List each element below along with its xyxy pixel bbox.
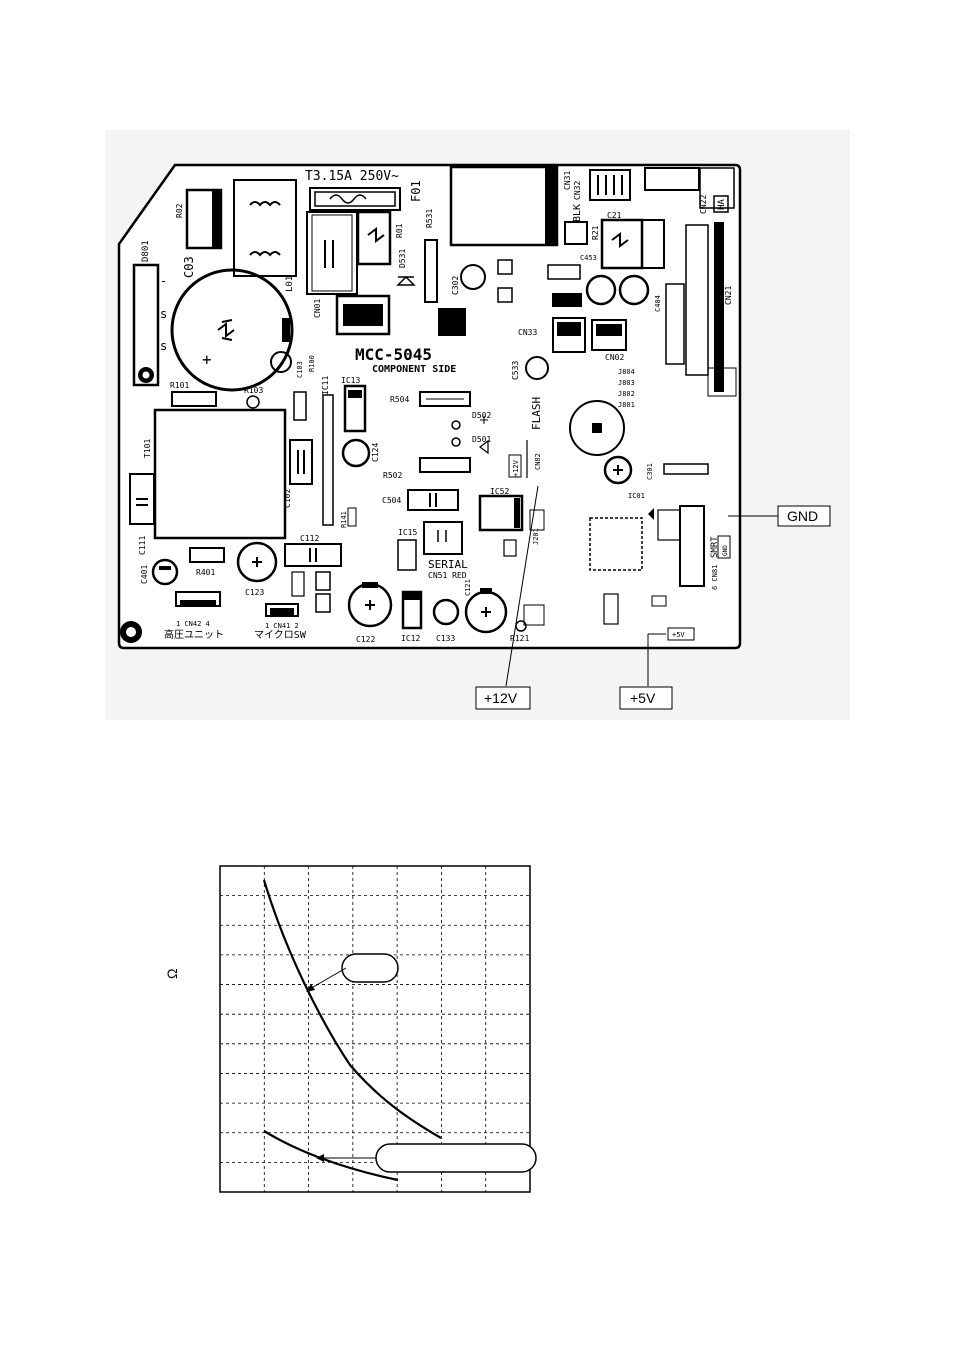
r141-label: R141 — [340, 511, 348, 528]
cn01-label: CN01 — [313, 299, 322, 318]
cn42-label: 1 CN42 4 — [176, 620, 210, 628]
cn33-label: CN33 — [518, 328, 537, 337]
j802-label: J802 — [618, 390, 635, 398]
ic52-label: IC52 — [490, 487, 509, 496]
svg-text:+: + — [202, 350, 212, 369]
r01-label: R01 — [395, 223, 404, 238]
r02-label: R02 — [175, 203, 184, 218]
r101-label: R101 — [170, 381, 189, 390]
jp-label-1: 高圧ユニット — [164, 628, 224, 641]
c133-label: C133 — [436, 634, 455, 643]
c122-label: C122 — [356, 635, 375, 644]
j801-label: J801 — [618, 401, 635, 409]
r103-label: R103 — [244, 386, 263, 395]
smrt-label: SMRT — [710, 536, 720, 558]
jp-label-2: マイクロSW — [254, 629, 307, 641]
cn41-label: 1 CN41 2 — [265, 622, 299, 630]
silk-12v: +12V — [512, 459, 520, 477]
d801-label: D801 — [141, 240, 151, 262]
j201-label: J201 — [532, 528, 540, 545]
ic12-label: IC12 — [401, 634, 420, 643]
d501-label: D501 — [472, 435, 491, 444]
c121-label: C121 — [464, 579, 472, 596]
svg-text:-: - — [160, 274, 167, 288]
cn31-label: CN31 — [563, 171, 572, 190]
blk-label: BLK — [572, 204, 583, 222]
c533-label: C533 — [511, 361, 520, 380]
c124-label: C124 — [371, 443, 380, 462]
r121-label: R121 — [510, 634, 529, 643]
callout-5v: +5V — [630, 690, 656, 706]
c111-label: C111 — [138, 536, 147, 555]
callout-12v: +12V — [484, 690, 518, 706]
c112-label: C112 — [300, 534, 319, 543]
silk-gnd: GND — [722, 545, 729, 556]
silk-5v: +5V — [672, 631, 685, 639]
l01-label: L01 — [285, 276, 295, 292]
d502-label: D502 — [472, 411, 491, 420]
r401-label: R401 — [196, 568, 215, 577]
cn02-label: CN02 — [605, 353, 624, 362]
cn81-label: 6 CN81 — [711, 565, 719, 590]
c404-label: C404 — [654, 295, 662, 312]
c102-label: C102 — [283, 489, 292, 508]
c301-label: C301 — [646, 463, 654, 480]
cn22-label: CN22 — [699, 195, 708, 214]
cn32-label: CN32 — [573, 181, 582, 200]
t101-label: T101 — [143, 439, 152, 458]
ic13-label: IC13 — [341, 376, 360, 385]
ic11-label: IC11 — [321, 376, 330, 395]
ic15-label: IC15 — [398, 528, 417, 537]
c123-label: C123 — [245, 588, 264, 597]
c504-label: C504 — [382, 496, 401, 505]
r504-label: R504 — [390, 395, 409, 404]
j804-label: J804 — [618, 368, 635, 376]
cn21-label: CN21 — [724, 286, 733, 305]
c401-label: C401 — [140, 565, 149, 584]
svg-text:s: s — [160, 339, 167, 353]
flash-label: FLASH — [530, 397, 543, 430]
cn82-label: CN82 — [534, 453, 542, 470]
r502-label: R502 — [383, 471, 402, 480]
r21-label: R21 — [591, 225, 600, 240]
r531-label: R531 — [425, 209, 434, 228]
fuse-ref-label: F01 — [409, 180, 423, 202]
serial-label: SERIAL — [428, 558, 468, 571]
c103-label: C103 — [296, 361, 304, 378]
fuse-rating-label: T3.15A 250V~ — [305, 169, 399, 184]
side-label: COMPONENT SIDE — [372, 364, 456, 375]
callout-gnd: GND — [787, 508, 818, 524]
c302-label: C302 — [451, 276, 460, 295]
c453-label: C453 — [580, 254, 597, 262]
ic01-label: IC01 — [628, 492, 645, 500]
model-label: MCC-5045 — [355, 345, 432, 364]
c21-label: C21 — [607, 211, 622, 220]
d531-label: D531 — [398, 249, 407, 268]
j803-label: J803 — [618, 379, 635, 387]
c03-label: C03 — [182, 256, 196, 278]
svg-text:s: s — [160, 307, 167, 321]
r100-label: R100 — [308, 355, 316, 372]
ha-label: HA — [717, 199, 727, 210]
serial-sub-label: CN51 RED — [428, 571, 467, 580]
